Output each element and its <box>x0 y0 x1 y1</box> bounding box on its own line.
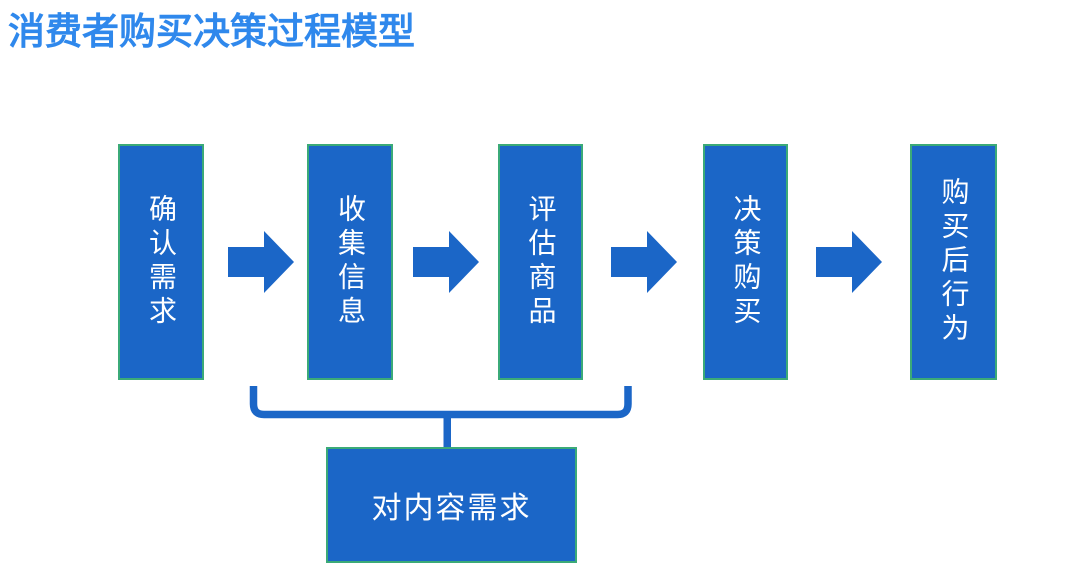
under-brace-icon <box>246 380 636 452</box>
process-box-label: 收集信息 <box>335 194 366 330</box>
process-box-label: 评估商品 <box>525 194 557 330</box>
process-box-label: 决策购买 <box>730 194 762 330</box>
right-arrow-icon <box>413 231 479 293</box>
process-box-collect-info: 收集信息 <box>307 144 393 380</box>
process-box-label: 购买后行为 <box>938 177 970 347</box>
process-box-evaluate-goods: 评估商品 <box>498 144 583 380</box>
process-box-label: 确认需求 <box>146 194 177 330</box>
right-arrow-icon <box>611 231 677 293</box>
page-title: 消费者购买决策过程模型 <box>8 11 415 52</box>
process-box-post-purchase-behavior: 购买后行为 <box>910 144 997 380</box>
right-arrow-icon <box>228 231 294 293</box>
process-box-decide-purchase: 决策购买 <box>703 144 788 380</box>
right-arrow-icon <box>816 231 882 293</box>
process-box-confirm-needs: 确认需求 <box>118 144 204 380</box>
annotation-label: 对内容需求 <box>371 492 532 525</box>
annotation-box-content-demand: 对内容需求 <box>326 447 577 563</box>
